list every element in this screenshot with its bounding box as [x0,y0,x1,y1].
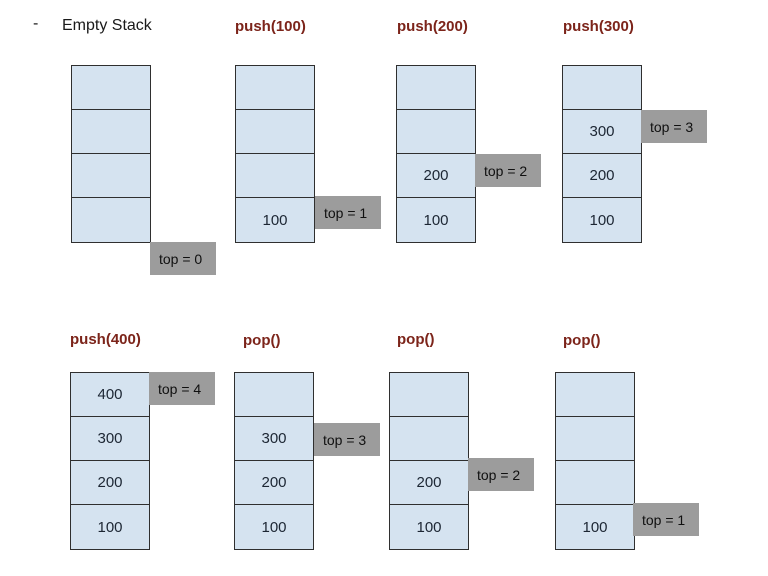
stack-title: pop() [563,332,601,349]
stack-cell [397,66,475,110]
stack-cell [390,417,468,461]
stack-cell: 300 [235,417,313,461]
stack-cell: 100 [589,211,615,229]
stack-cell [556,373,634,417]
stack-cell: 100 [97,518,123,536]
stack-title: push(200) [397,18,468,35]
stack-cell: 300 [71,417,149,461]
stack-cell [556,461,634,505]
stack-cell [72,66,150,110]
stack-box: 300 200 100 [234,372,314,550]
top-pointer-label: top = 1 [315,196,381,229]
stack-cell [397,110,475,154]
stack-title: push(400) [70,331,141,348]
stack-box: 100 [555,372,635,550]
stack-cell: 200 [397,154,475,198]
stack-cell: 100 [261,518,287,536]
stack-cell [556,417,634,461]
stack-cell [563,66,641,110]
stack-title: pop() [243,332,281,349]
stack-cell [390,373,468,417]
list-bullet: - [33,15,39,32]
stack-cell [72,198,150,242]
stack-cell [72,154,150,198]
stack-title: push(300) [563,18,634,35]
stack-cell: 100 [582,518,608,536]
stack-cell: 300 [563,110,641,154]
stack-cell: 200 [563,154,641,198]
stack-title: push(100) [235,18,306,35]
top-pointer-label: top = 2 [475,154,541,187]
top-pointer-label: top = 1 [633,503,699,536]
stack-title: pop() [397,331,435,348]
stack-box: 200 100 [396,65,476,243]
stack-box: 100 [235,65,315,243]
stack-cell: 100 [262,211,288,229]
stack-cell [72,110,150,154]
top-pointer-label: top = 3 [641,110,707,143]
stack-box: 300 200 100 [562,65,642,243]
stack-cell: 100 [416,518,442,536]
top-pointer-label: top = 0 [150,242,216,275]
stack-cell [236,66,314,110]
stack-cell: 400 [71,373,149,417]
stack-box: 200 100 [389,372,469,550]
top-pointer-label: top = 2 [468,458,534,491]
stack-cell: 200 [390,461,468,505]
stack-cell: 200 [71,461,149,505]
stack-cell [235,373,313,417]
stack-cell: 100 [423,211,449,229]
stack-cell: 200 [235,461,313,505]
stack-box [71,65,151,243]
stack-cell [236,110,314,154]
stack-box: 400 300 200 100 [70,372,150,550]
stack-title: Empty Stack [62,17,152,34]
stack-cell [236,154,314,198]
top-pointer-label: top = 3 [314,423,380,456]
top-pointer-label: top = 4 [149,372,215,405]
